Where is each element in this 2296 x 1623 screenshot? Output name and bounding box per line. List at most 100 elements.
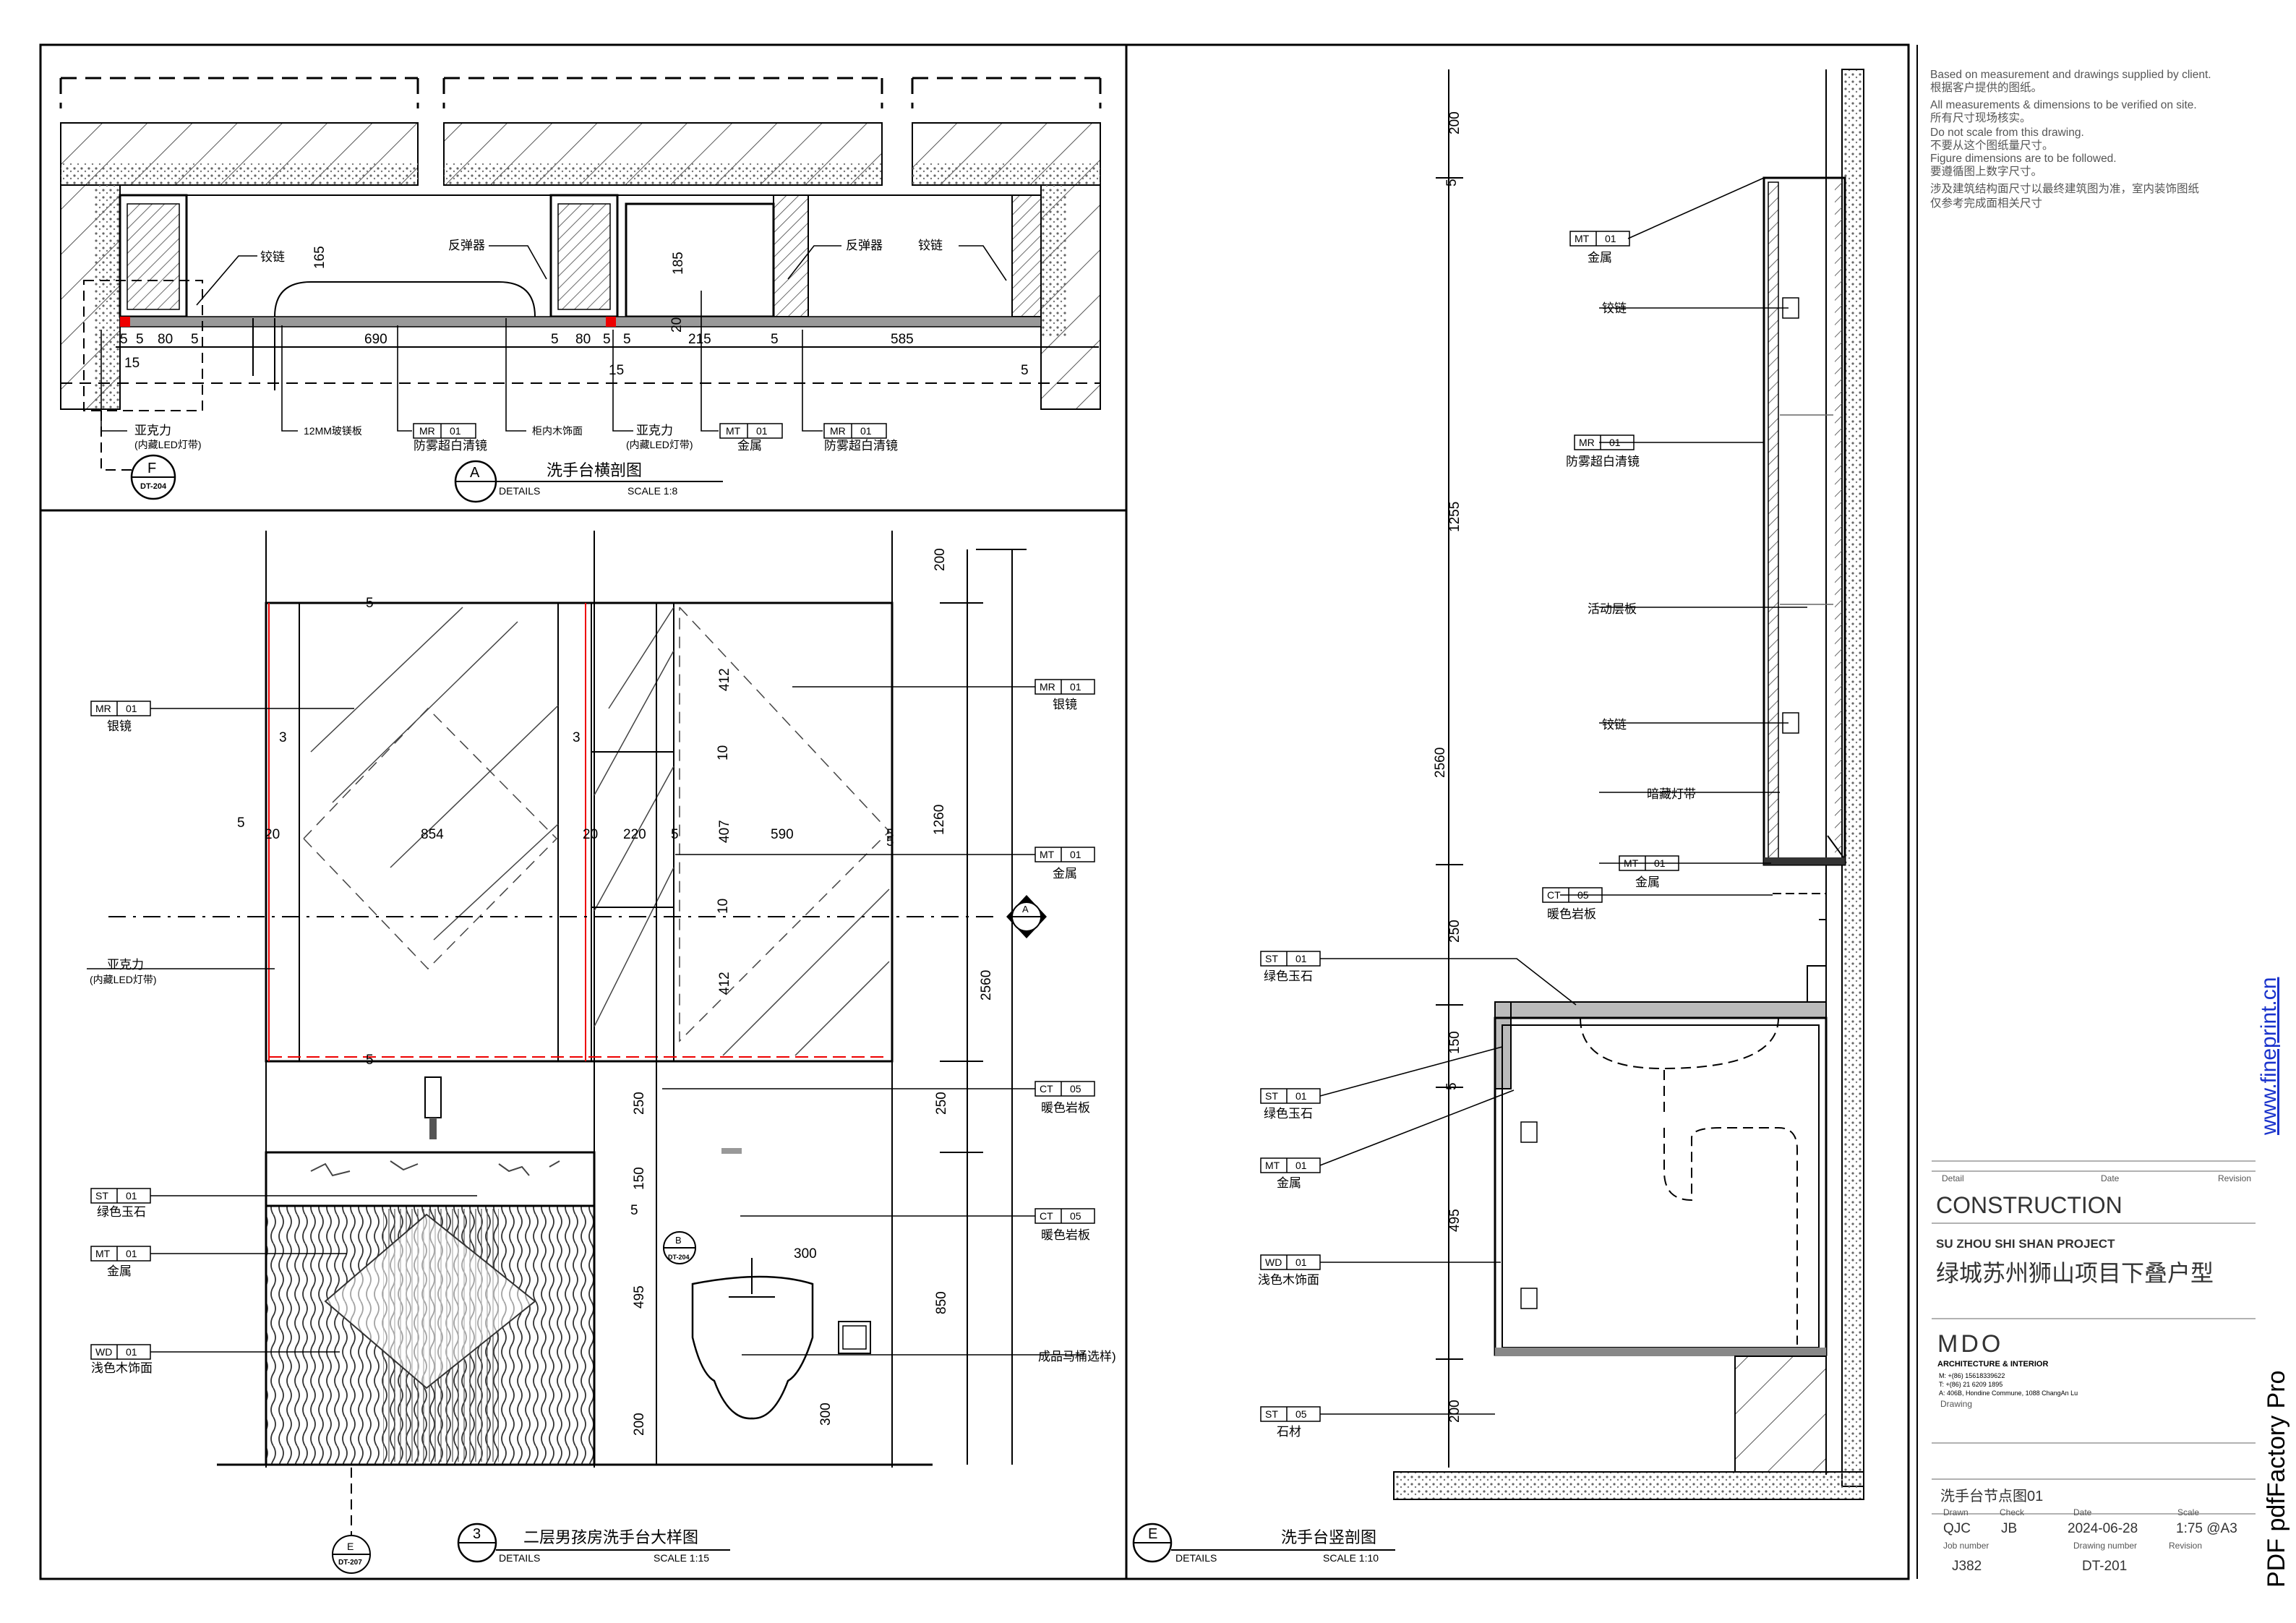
dim-a-18: 15 bbox=[609, 363, 624, 378]
label-a-push-1: 反弹器 bbox=[448, 239, 485, 252]
status: CONSTRUCTION bbox=[1936, 1192, 2122, 1218]
dim-3-ad: 5 bbox=[886, 834, 894, 849]
tag-e-st3-num: 05 bbox=[1295, 1408, 1307, 1420]
marker-3-e-ref: DT-207 bbox=[338, 1559, 362, 1567]
view-e-sub: DETAILS bbox=[1175, 1552, 1217, 1564]
view-a-number: A bbox=[470, 465, 480, 481]
label-a-acrylic-2: 亚克力 bbox=[636, 424, 673, 437]
tag-3-mt2: MT bbox=[1040, 849, 1055, 860]
tag-3-mr-num: 01 bbox=[126, 703, 137, 714]
view-e-scale: SCALE 1:10 bbox=[1323, 1552, 1379, 1564]
dim-a-5: 15 bbox=[124, 356, 140, 371]
label-e-hinge2: 铰链 bbox=[1602, 718, 1627, 732]
dim-e-g: 5 bbox=[1444, 1082, 1460, 1090]
tag-e-st: ST bbox=[1265, 953, 1278, 964]
view-3-scale: SCALE 1:15 bbox=[654, 1552, 709, 1564]
view-a-title: 洗手台横剖图 bbox=[547, 461, 642, 479]
note-4: 所有尺寸现场核实。 bbox=[1930, 111, 2031, 124]
label-a-board: 12MM玻镁板 bbox=[304, 425, 362, 437]
tag-e-wd: WD bbox=[1265, 1256, 1282, 1268]
label-3-toilet: 成品马桶选样) bbox=[1038, 1350, 1116, 1363]
label-a-hinge-1: 铰链 bbox=[260, 250, 285, 264]
dim-a-7: 5 bbox=[551, 332, 559, 347]
dim-3-j: 412 bbox=[717, 668, 732, 691]
dim-3-o: 854 bbox=[421, 827, 444, 842]
watermark-url[interactable]: www.fineprint.cn bbox=[2257, 977, 2281, 1136]
callout-f-ref: DT-204 bbox=[140, 482, 167, 491]
tag-e-mt3: MT bbox=[1265, 1160, 1280, 1171]
dim-3-r: 220 bbox=[623, 827, 646, 842]
dim-a-1: 5 bbox=[120, 332, 128, 347]
tag-a-mt: MT bbox=[726, 425, 741, 437]
tag-e-ct: CT bbox=[1547, 889, 1561, 901]
label-e-stone: 石材 bbox=[1277, 1425, 1301, 1439]
dim-e-h: 495 bbox=[1447, 1209, 1462, 1232]
dim-a-15: 5 bbox=[1021, 363, 1029, 378]
dim-3-aa: 5 bbox=[366, 596, 374, 611]
note-6: 不要从这个图纸量尺寸。 bbox=[1930, 139, 2054, 152]
label-a-led-2: (内藏LED灯带) bbox=[626, 439, 693, 450]
tag-e-st3: ST bbox=[1265, 1408, 1278, 1420]
dim-e-f: 150 bbox=[1447, 1031, 1462, 1054]
rev-header-detail: Detail bbox=[1942, 1173, 1964, 1183]
dim-3-n: 412 bbox=[717, 972, 732, 995]
rev-header-revision: Revision bbox=[2218, 1173, 2251, 1183]
watermark-product: PDF pdfFactory Pro bbox=[2263, 1371, 2290, 1588]
tag-e-mt-num: 01 bbox=[1605, 233, 1616, 244]
label-3-wood: 浅色木饰面 bbox=[91, 1361, 153, 1375]
label-e-slate: 暖色岩板 bbox=[1547, 907, 1596, 921]
scale-label: Scale bbox=[2177, 1507, 2199, 1517]
dim-3-d: 250 bbox=[934, 1092, 949, 1115]
label-a-push-2: 反弹器 bbox=[846, 239, 883, 252]
dim-3-ac: 5 bbox=[630, 1203, 638, 1218]
marker-3-b-ref: DT-204 bbox=[668, 1254, 690, 1261]
dim-e-b: 5 bbox=[1444, 179, 1460, 187]
view-e-title: 洗手台竖剖图 bbox=[1281, 1528, 1376, 1546]
label-a-led-1: (内藏LED灯带) bbox=[134, 439, 202, 450]
label-e-metal3: 金属 bbox=[1277, 1176, 1301, 1190]
dim-e-e: 250 bbox=[1447, 920, 1462, 943]
tag-3-mr2: MR bbox=[1040, 681, 1055, 693]
note-3: All measurements & dimensions to be veri… bbox=[1930, 99, 2197, 111]
dim-a-16: 165 bbox=[312, 246, 327, 269]
tag-3-wd: WD bbox=[95, 1346, 112, 1358]
dim-3-a: 200 bbox=[933, 548, 948, 571]
label-a-mirror-2: 防雾超白清镜 bbox=[824, 439, 898, 453]
dim-a-11: 20 bbox=[669, 317, 685, 333]
tag-e-wd-num: 01 bbox=[1295, 1256, 1307, 1268]
contact-t: T: +(86) 21 6209 1895 bbox=[1939, 1381, 2002, 1388]
dim-3-z: 300 bbox=[818, 1403, 834, 1426]
tag-3-ct2-num: 05 bbox=[1070, 1210, 1081, 1222]
dim-a-17: 185 bbox=[671, 252, 686, 275]
dim-a-14: 585 bbox=[891, 332, 914, 347]
scale-value: 1:75 @A3 bbox=[2176, 1521, 2237, 1536]
tag-a-mt-num: 01 bbox=[756, 425, 768, 437]
label-e-mirror: 防雾超白清镜 bbox=[1566, 455, 1640, 468]
dim-3-y: 300 bbox=[794, 1246, 817, 1262]
label-e-led: 暗藏灯带 bbox=[1647, 787, 1696, 801]
tag-a-mr-num: 01 bbox=[450, 425, 461, 437]
drawn-label: Drawn bbox=[1943, 1507, 1969, 1517]
tag-3-st: ST bbox=[95, 1190, 108, 1202]
check-value: JB bbox=[2001, 1521, 2017, 1536]
dim-3-e: 250 bbox=[632, 1092, 647, 1115]
tag-e-mr: MR bbox=[1579, 437, 1595, 448]
project-cn: 绿城苏州狮山项目下叠户型 bbox=[1936, 1260, 2214, 1286]
note-2: 根据客户提供的图纸。 bbox=[1930, 81, 2042, 94]
label-3-slate2: 暖色岩板 bbox=[1041, 1228, 1090, 1242]
tag-3-st-num: 01 bbox=[126, 1190, 137, 1202]
tag-3-ct2: CT bbox=[1040, 1210, 1053, 1222]
tag-e-mt3-num: 01 bbox=[1295, 1160, 1307, 1171]
tag-a-mr2-num: 01 bbox=[860, 425, 872, 437]
company-sub: ARCHITECTURE & INTERIOR bbox=[1937, 1360, 2048, 1369]
job-label: Job number bbox=[1943, 1541, 1989, 1551]
label-3-jade: 绿色玉石 bbox=[97, 1205, 146, 1219]
marker-3-a: A bbox=[1022, 904, 1029, 915]
label-3-slate: 暖色岩板 bbox=[1041, 1101, 1090, 1115]
tag-e-mt2-num: 01 bbox=[1654, 857, 1666, 869]
marker-3-e: E bbox=[347, 1541, 354, 1552]
label-e-wood: 浅色木饰面 bbox=[1258, 1273, 1319, 1287]
view-3-title: 二层男孩房洗手台大样图 bbox=[523, 1528, 698, 1546]
dim-3-q: 20 bbox=[583, 827, 598, 842]
